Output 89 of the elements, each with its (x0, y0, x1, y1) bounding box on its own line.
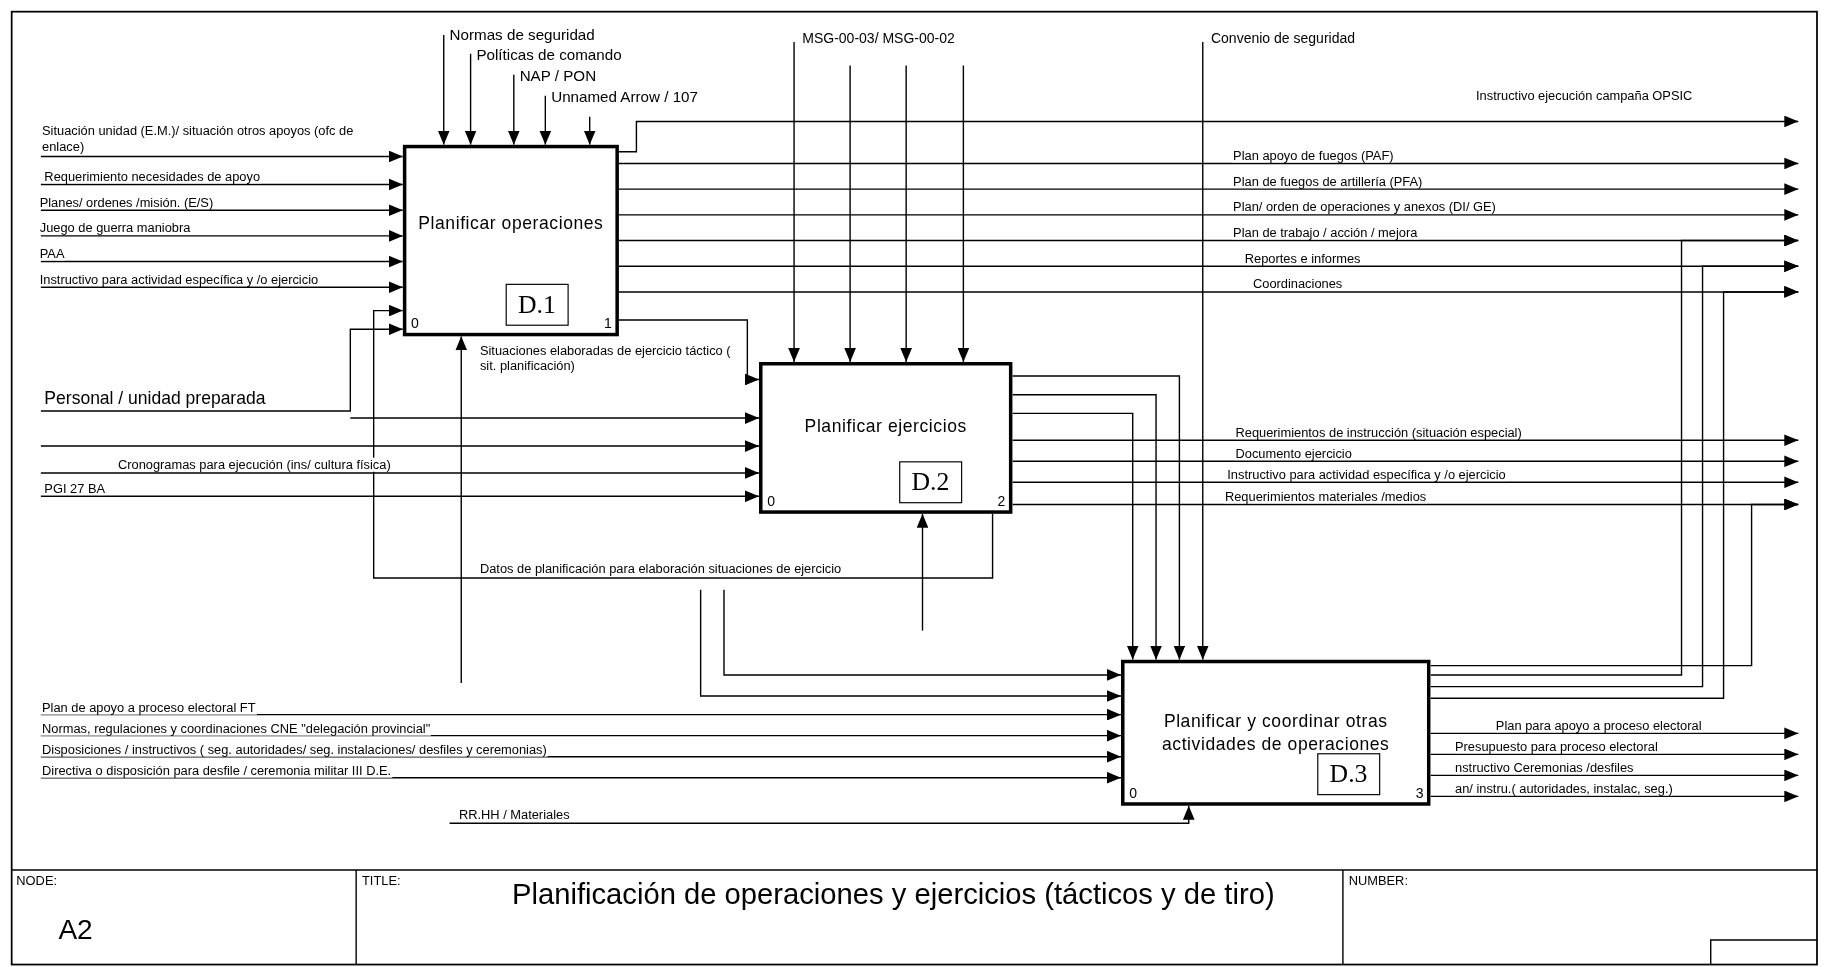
arrow (40, 150, 404, 163)
edge-label: Datos de planificación para elaboración situaciones de ejercicio (478, 561, 843, 576)
activity-name: Planificar ejercicios (803, 414, 968, 437)
corner-number: 0 (411, 315, 419, 332)
activity-name: Planificar operaciones (418, 211, 604, 234)
arrow (723, 589, 1122, 681)
edge-label: Plan para apoyo a proceso electoral (1494, 718, 1703, 733)
edge-label: PAA (38, 246, 66, 261)
arrow (40, 255, 404, 268)
arrow (788, 41, 800, 363)
arrow (618, 115, 1799, 153)
edge-label: Requerimiento necesidades de apoyo (43, 169, 262, 184)
arrow (40, 440, 760, 452)
edge-label: Coordinaciones (1251, 276, 1344, 291)
node-number: A2 (58, 913, 93, 946)
arrow (699, 589, 1122, 702)
edge-label: Presupuesto para proceso electoral (1453, 739, 1659, 754)
arrow (844, 64, 856, 363)
edge-label: Instructivo para actividad específica y /o ejercicio (1226, 467, 1507, 482)
edge-label: Planes/ ordenes /misión. (E/S) (38, 195, 215, 209)
arrow (539, 95, 552, 146)
arrow (1429, 790, 1799, 803)
node-reference: D.1 (505, 283, 569, 326)
edge-label: nstructivo Ceremonias /desfiles (1453, 760, 1635, 775)
activity-box (1121, 659, 1431, 806)
sheet-field-label: TITLE: (362, 873, 401, 888)
edge-label: Plan de trabajo / acción / mejora (1231, 225, 1419, 240)
edge-label: an/ instru.( autoridades, instalac, seg.) (1453, 781, 1674, 796)
arrow (618, 183, 1799, 195)
edge-label: Normas, regulaciones y coordinaciones CNE "delegación provincial" (40, 721, 432, 736)
arrow (1011, 434, 1799, 447)
edge-label: Plan de fuegos de artillería (PFA) (1231, 174, 1424, 188)
arrow (583, 116, 596, 146)
arrow (40, 204, 404, 217)
arrow (916, 513, 929, 632)
arrow (618, 319, 760, 386)
edge-label: Convenio de seguridad (1209, 30, 1357, 47)
arrow (1429, 748, 1799, 761)
edge-label: Plan/ orden de operaciones y anexos (DI/ GE) (1231, 199, 1498, 214)
edge-label: Plan apoyo de fuegos (PAF) (1231, 148, 1395, 163)
arrow (40, 281, 404, 294)
arrow (40, 490, 760, 503)
arrow (448, 805, 1195, 824)
edge-label: Requerimientos materiales /medios (1223, 489, 1428, 504)
arrow (464, 53, 477, 146)
arrow (437, 34, 450, 146)
corner-number: 1 (604, 315, 612, 332)
edge-label: Disposiciones / instructivos ( seg. autoridades/ seg. instalaciones/ desfiles y ceremonias) (40, 742, 548, 757)
arrow (455, 335, 468, 684)
edge-label: Juego de guerra maniobra (38, 220, 192, 235)
arrow (900, 64, 912, 363)
edge-label: Instructivo para actividad específica y /o ejercicio (38, 272, 320, 287)
arrow (1429, 498, 1799, 667)
arrow (1011, 455, 1799, 468)
arrow (40, 230, 404, 242)
edge-label: Directiva o disposición para desfile / ceremonia militar III D.E. (40, 763, 393, 778)
sheet-field-label: NUMBER: (1348, 873, 1408, 888)
corner-number: 0 (767, 492, 775, 510)
arrow (1196, 41, 1209, 661)
corner-number: 2 (997, 492, 1006, 510)
corner-number: 3 (1415, 784, 1424, 802)
edge-label: Cronogramas para ejecución (ins/ cultura física) (116, 457, 392, 472)
corner-number: 0 (1129, 784, 1137, 802)
arrow (349, 412, 760, 424)
edge-label: Requerimientos de instrucción (situación especial) (1234, 425, 1523, 440)
arrow (372, 304, 994, 579)
activity-box (759, 362, 1013, 514)
arrow (40, 323, 404, 412)
arrow (40, 178, 404, 191)
node-reference: D.3 (1316, 753, 1381, 796)
arrow (618, 157, 1799, 170)
arrow (1429, 727, 1799, 740)
arrow (40, 467, 760, 479)
edge-label: Reportes e informes (1243, 251, 1362, 266)
edge-label: PGI 27 BA (43, 481, 107, 496)
diagram-title: Planificación de operaciones y ejercicios (tácticos y de tiro) (511, 875, 1276, 911)
arrow (1429, 769, 1799, 782)
arrow (1011, 412, 1139, 661)
edge-label: Documento ejercicio (1234, 446, 1353, 461)
arrow (507, 74, 520, 146)
node-reference: D.2 (898, 461, 963, 504)
arrow (1011, 375, 1186, 661)
activity-box (402, 144, 619, 337)
arrow (957, 64, 970, 363)
arrow (618, 209, 1799, 221)
edge-label: Plan de apoyo a proceso electoral FT (40, 700, 257, 715)
activity-name: Planificar y coordinar otras actividades de operaciones (1161, 710, 1391, 755)
arrow (1011, 394, 1162, 661)
sheet-field-label: NODE: (16, 873, 58, 888)
